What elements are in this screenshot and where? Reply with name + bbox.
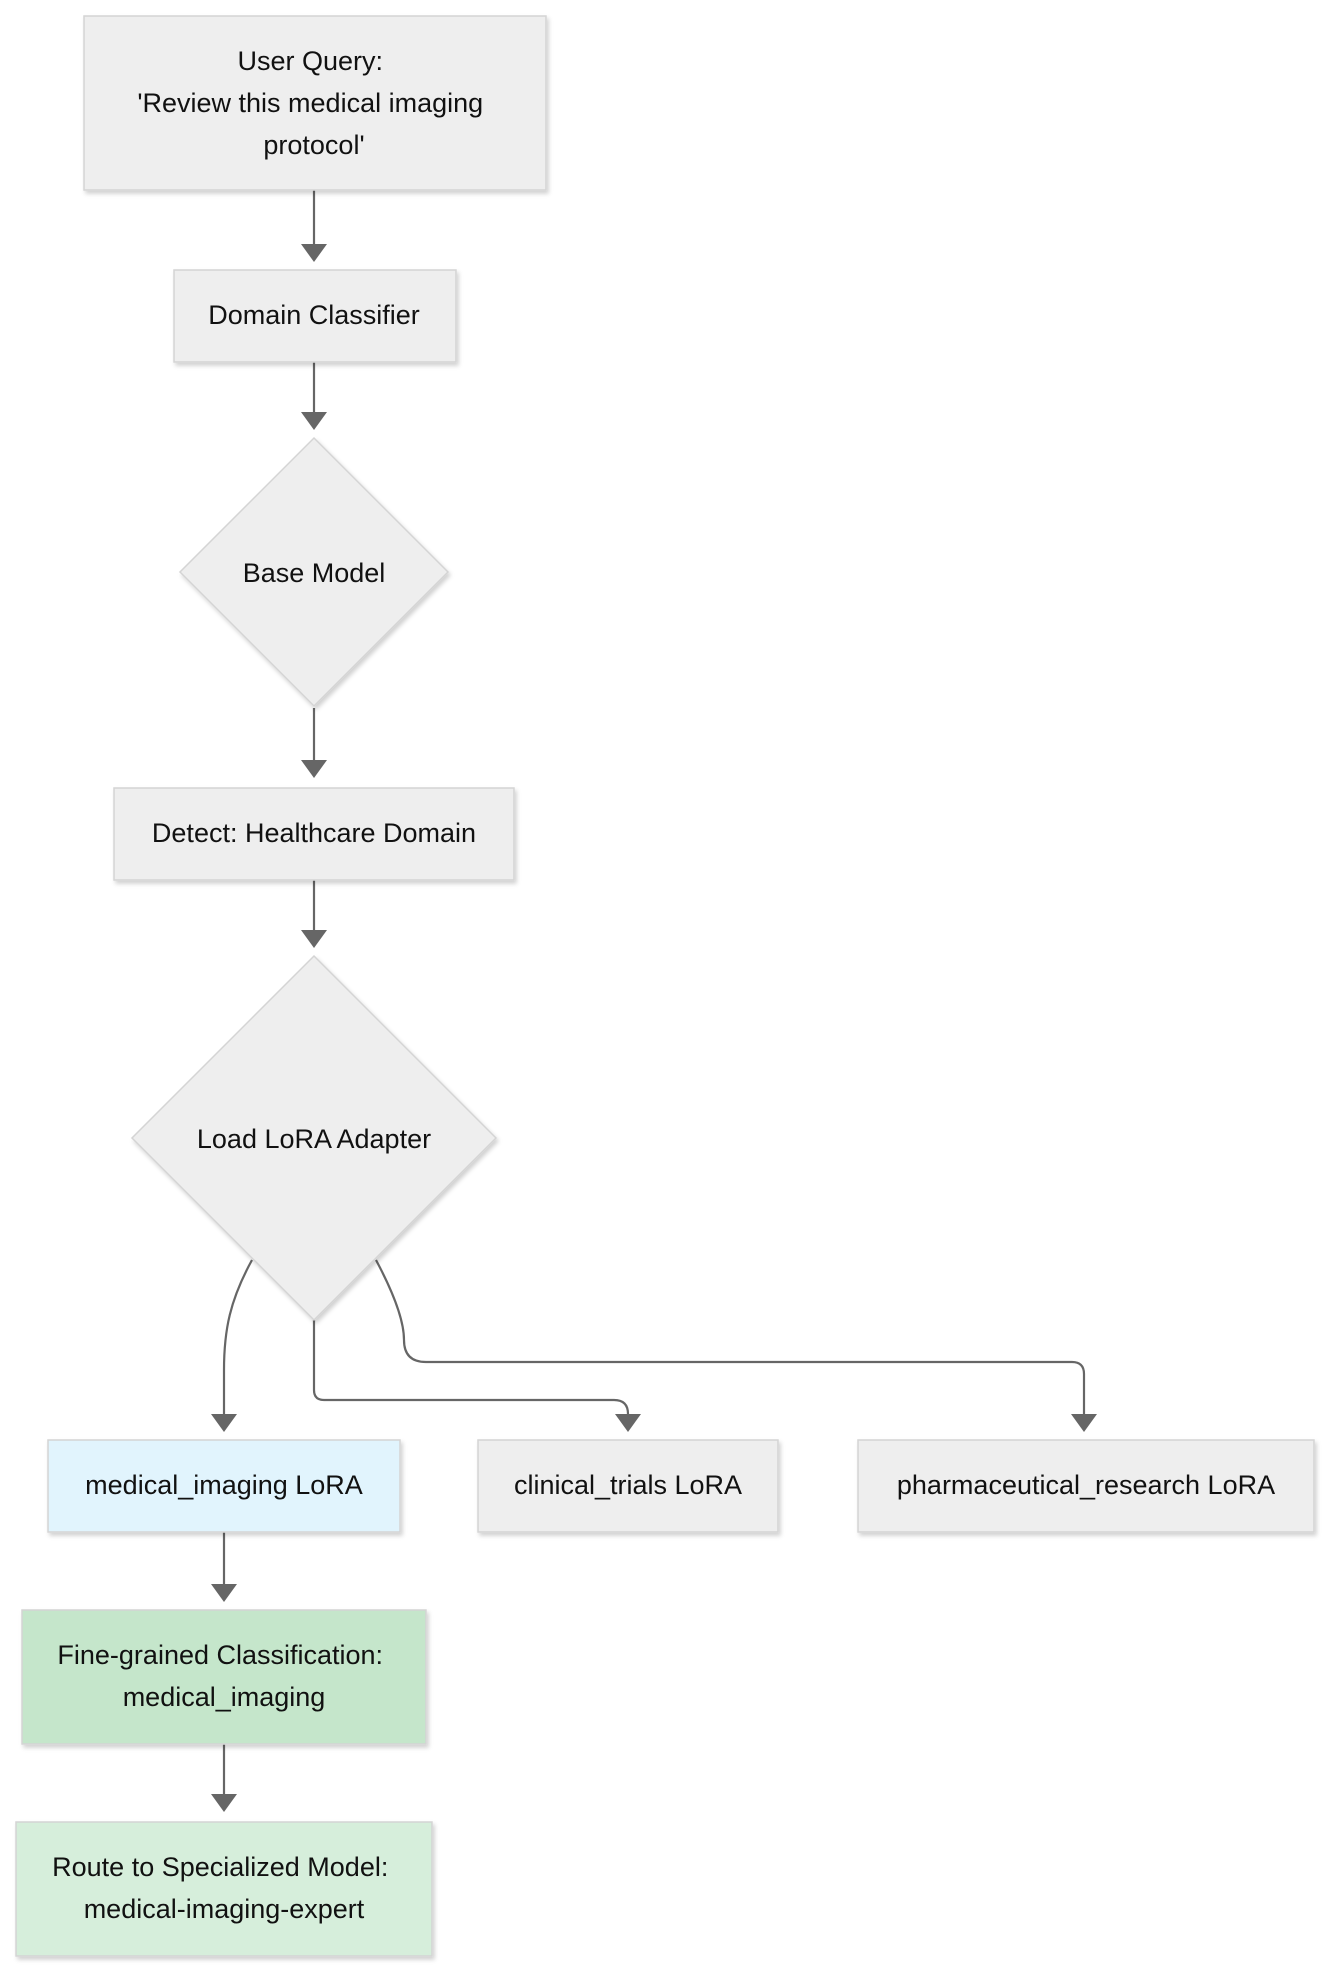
base-model-label: Base Model [243,558,386,588]
load-lora-label: Load LoRA Adapter [197,1124,431,1154]
svg-text:medical_imaging LoRA: medical_imaging LoRA [85,1470,363,1500]
arrowhead [301,760,327,778]
medical-imaging-lora-label: medical_imaging LoRA [85,1470,363,1500]
svg-text:pharmaceutical_research LoRA: pharmaceutical_research LoRA [897,1470,1275,1500]
svg-text:Load LoRA Adapter: Load LoRA Adapter [197,1124,431,1154]
route-line: Route to Specialized Model: [52,1852,388,1882]
edges [211,190,1097,1812]
detect-domain-label: Detect: Healthcare Domain [152,818,476,848]
node-route-specialized-model: Route to Specialized Model: medical-imag… [15,1821,433,1957]
node-domain-classifier: Domain Classifier [173,269,457,363]
svg-text:Fine-grained Classification:: Fine-grained Classification: medical_ima… [57,1640,390,1712]
user-query-line: 'Review this medical imaging [137,88,483,118]
node-base-model: Base Model [178,436,450,708]
svg-text:User Query: 'Review this: User Query: 'Review this medical imaging… [137,46,490,160]
svg-text:Base Model: Base Model [243,558,386,588]
user-query-line: User Query: [237,46,383,76]
node-fine-grained-classification: Fine-grained Classification: medical_ima… [21,1609,427,1745]
arrowhead [301,930,327,948]
node-clinical-trials-lora: clinical_trials LoRA [477,1439,779,1533]
pharma-lora-label: pharmaceutical_research LoRA [897,1470,1275,1500]
clinical-trials-lora-label: clinical_trials LoRA [514,1470,742,1500]
node-medical-imaging-lora: medical_imaging LoRA [47,1439,401,1533]
arrowhead [301,412,327,430]
arrowhead [211,1584,237,1602]
svg-text:Detect: Healthcare Domain: Detect: Healthcare Domain [152,818,476,848]
svg-text:Domain Classifier: Domain Classifier [208,300,420,330]
arrowhead [615,1414,641,1432]
node-pharma-lora: pharmaceutical_research LoRA [857,1439,1315,1533]
edge-load-lora-to-clinical-trials [312,1320,630,1415]
arrowhead [211,1414,237,1432]
svg-text:clinical_trials LoRA: clinical_trials LoRA [514,1470,742,1500]
fine-grained-line: Fine-grained Classification: [57,1640,383,1670]
node-user-query: User Query: 'Review this medical imaging… [83,15,547,191]
fine-grained-line: medical_imaging [123,1682,326,1712]
edge-load-lora-to-pharma [375,1259,1086,1414]
arrowhead [211,1794,237,1812]
edge-load-lora-to-medical-imaging [222,1259,253,1414]
svg-text:Route to Specialized Model:: Route to Specialized Model: medical-imag… [52,1852,396,1924]
domain-classifier-label: Domain Classifier [208,300,420,330]
user-query-line: protocol' [263,130,364,160]
node-detect-domain: Detect: Healthcare Domain [113,787,515,881]
arrowhead [1071,1414,1097,1432]
arrowhead [301,244,327,262]
route-line: medical-imaging-expert [84,1894,365,1924]
node-load-lora: Load LoRA Adapter [130,954,498,1322]
